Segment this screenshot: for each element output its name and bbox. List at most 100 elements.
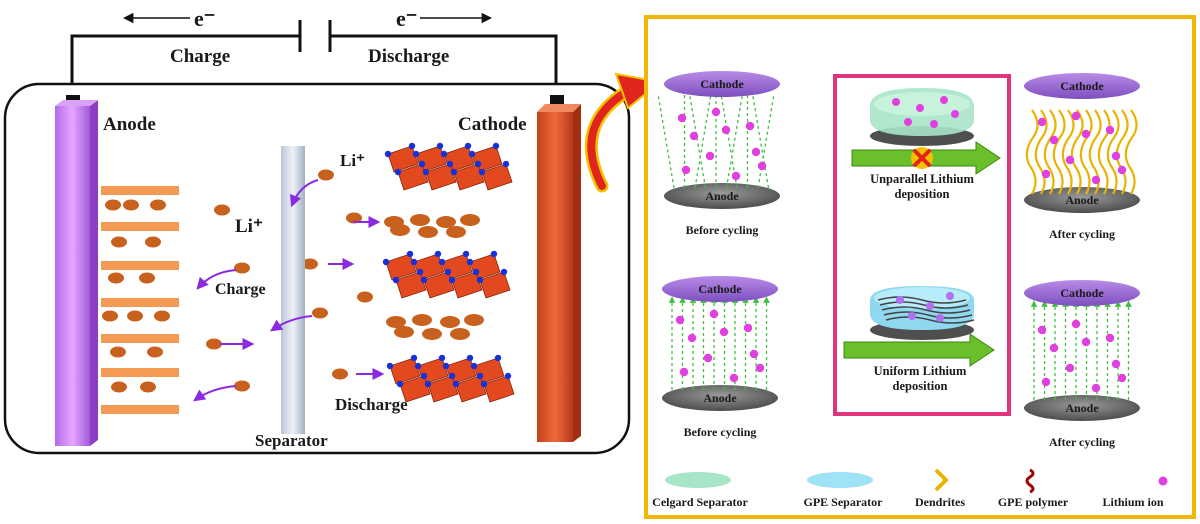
- green-arrow: [843, 333, 995, 367]
- cathode-octahedron: [423, 271, 455, 299]
- lithium-ion: [709, 309, 719, 319]
- charge-arrow: [289, 179, 319, 208]
- unparallel-label-1: Unparallel Lithium: [870, 172, 974, 186]
- panel-caption: After cycling: [1049, 227, 1115, 241]
- lithium-ion: [150, 199, 166, 211]
- lithium-ion-icon: [1158, 476, 1168, 486]
- lithium-ion: [757, 161, 767, 171]
- cathode-atom: [500, 268, 508, 276]
- lithium-ion: [1041, 169, 1051, 179]
- lithium-ion: [1049, 343, 1059, 353]
- electron-label-left: e⁻: [194, 6, 215, 31]
- lithium-ion: [410, 214, 430, 226]
- lithium-ion: [394, 326, 414, 338]
- lithium-ion: [1049, 135, 1059, 145]
- cathode-atom: [480, 380, 488, 388]
- cathode-atom: [406, 250, 414, 258]
- lithium-ions: [102, 169, 373, 393]
- li-ion-label-mid: Li⁺: [235, 216, 263, 237]
- discharge-label-inner: Discharge: [335, 395, 408, 414]
- cathode-octahedron: [451, 271, 483, 299]
- cathode-disc-label: Cathode: [700, 77, 744, 91]
- panel-caption: Before cycling: [684, 425, 757, 439]
- unparallel-deposition: Unparallel Lithium deposition: [851, 88, 1001, 201]
- cathode-atom: [442, 362, 450, 370]
- cathode-disc: [662, 276, 778, 302]
- lithium-ion: [1071, 111, 1081, 121]
- lithium-ion: [1105, 333, 1115, 343]
- cathode-atom: [408, 142, 416, 150]
- lithium-ion: [111, 236, 127, 248]
- cathode-atom: [394, 168, 402, 176]
- cathode-layered-structure: [382, 142, 515, 403]
- cathode-atom: [434, 250, 442, 258]
- lithium-ion: [1081, 337, 1091, 347]
- lithium-ion: [908, 312, 916, 320]
- lithium-ion: [234, 380, 250, 392]
- graphite-layer: [101, 334, 179, 343]
- lithium-ion: [926, 302, 934, 310]
- lithium-ion: [234, 262, 250, 274]
- cathode-disc: [664, 71, 780, 97]
- lithium-ion: [689, 131, 699, 141]
- anode-graphite-layers: [101, 186, 179, 414]
- cross-icon: [911, 147, 933, 169]
- electron-label-right: e⁻: [396, 6, 417, 31]
- cathode-atom: [476, 276, 484, 284]
- lithium-ion: [390, 224, 410, 236]
- lithium-ion: [412, 314, 432, 326]
- graphite-layer: [101, 368, 179, 377]
- graphite-layer: [101, 261, 179, 270]
- lithium-ion: [312, 307, 328, 319]
- lithium-ion: [123, 199, 139, 211]
- gpe-disc-icon: [807, 472, 873, 488]
- cathode-atom: [384, 150, 392, 158]
- anode-electrode-side: [90, 100, 98, 446]
- cathode-atom: [414, 362, 422, 370]
- lithium-ion: [681, 165, 691, 175]
- lithium-ion: [1091, 175, 1101, 185]
- lithium-ion: [1111, 359, 1121, 369]
- panel-caption: Before cycling: [686, 223, 759, 237]
- ion-path: [657, 93, 675, 189]
- anode-label: Anode: [103, 114, 156, 135]
- lithium-ion: [904, 118, 912, 126]
- cathode-atom: [452, 380, 460, 388]
- legend-label: GPE polymer: [998, 495, 1069, 509]
- cathode-label: Cathode: [458, 114, 527, 135]
- lithium-ion: [755, 363, 765, 373]
- cathode-atom: [446, 160, 454, 168]
- lithium-ion: [705, 151, 715, 161]
- lithium-ion: [729, 373, 739, 383]
- celgard-disc-icon: [665, 472, 731, 488]
- uniform-label-1: Uniform Lithium: [874, 364, 967, 378]
- gpe-polymer-chain: [883, 311, 973, 319]
- cathode-atom: [478, 168, 486, 176]
- lithium-ion: [140, 381, 156, 393]
- ion-path: [688, 93, 707, 189]
- lithium-ion: [940, 96, 948, 104]
- cathode-atom: [494, 354, 502, 362]
- anode-disc-label: Anode: [1065, 193, 1099, 207]
- graphite-layer: [101, 405, 179, 414]
- legend-label: Lithium ion: [1102, 495, 1163, 509]
- gpe-polymer-chain: [879, 301, 969, 309]
- lithium-ion: [440, 316, 460, 328]
- anode-disc-label: Anode: [705, 189, 739, 203]
- cathode-atom: [420, 276, 428, 284]
- charge-arrow: [193, 385, 237, 402]
- cathode-octahedron: [399, 375, 431, 403]
- cathode-atom: [464, 142, 472, 150]
- cathode-atom: [440, 150, 448, 158]
- lithium-ion: [446, 226, 466, 238]
- charge-label-inner: Charge: [215, 281, 266, 298]
- legend-label: GPE Separator: [804, 495, 884, 509]
- cathode-octahedron: [395, 271, 427, 299]
- charge-arrow: [196, 269, 237, 290]
- legend-label: Celgard Separator: [652, 495, 748, 509]
- lithium-ion: [743, 323, 753, 333]
- cathode-atom: [444, 268, 452, 276]
- lithium-ion: [892, 98, 900, 106]
- dendrite-icon: [934, 468, 948, 492]
- cathode-atom: [410, 354, 418, 362]
